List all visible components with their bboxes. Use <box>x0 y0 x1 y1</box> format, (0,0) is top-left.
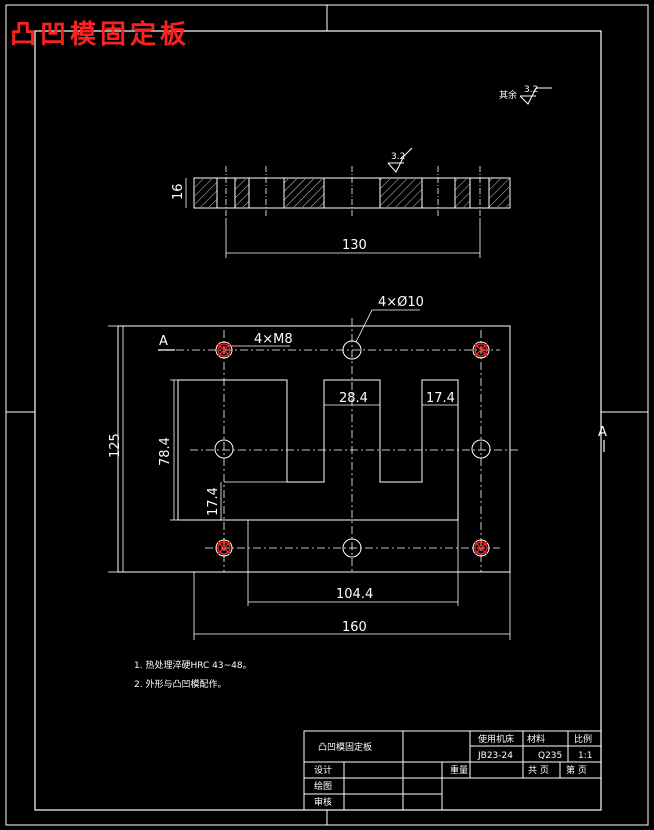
svg-text:16: 16 <box>171 183 186 200</box>
svg-text:28.4: 28.4 <box>339 391 368 406</box>
svg-text:凸凹模固定板: 凸凹模固定板 <box>318 741 372 753</box>
centering-marks <box>6 5 648 825</box>
outer-border <box>5 4 649 826</box>
roughness-other: 其余 3.2 <box>499 85 552 105</box>
svg-text:17.4: 17.4 <box>206 487 221 516</box>
svg-text:设计: 设计 <box>314 764 332 776</box>
svg-text:第 页: 第 页 <box>566 764 587 776</box>
svg-text:其余: 其余 <box>499 89 517 101</box>
svg-text:17.4: 17.4 <box>426 391 455 406</box>
svg-text:比例: 比例 <box>574 733 592 745</box>
svg-text:3.2: 3.2 <box>391 152 405 162</box>
svg-text:2. 外形与凸凹模配作。: 2. 外形与凸凹模配作。 <box>134 678 226 690</box>
svg-text:1:1: 1:1 <box>578 751 592 761</box>
svg-text:4×Ø10: 4×Ø10 <box>378 295 424 310</box>
svg-text:160: 160 <box>342 620 367 635</box>
title-block-text: 凸凹模固定板 使用机床 材料 比例 JB23-24 Q235 1:1 设计 绘图… <box>314 733 592 808</box>
svg-text:104.4: 104.4 <box>336 587 373 602</box>
title-block <box>303 730 602 811</box>
section-view: 3.2 16 130 <box>171 147 511 258</box>
svg-text:A: A <box>159 334 168 349</box>
svg-text:绘图: 绘图 <box>314 780 332 792</box>
svg-text:78.4: 78.4 <box>158 437 173 466</box>
svg-text:共 页: 共 页 <box>528 765 549 776</box>
plan-view: A 4×M8 4×Ø10 A <box>108 295 607 640</box>
svg-text:3.2: 3.2 <box>524 85 538 95</box>
svg-text:4×M8: 4×M8 <box>254 332 293 347</box>
svg-text:JB23-24: JB23-24 <box>477 751 513 761</box>
svg-text:材料: 材料 <box>527 733 545 745</box>
svg-text:130: 130 <box>342 238 367 253</box>
inner-border <box>34 30 602 811</box>
svg-text:重量: 重量 <box>450 764 468 776</box>
technical-notes: 1. 热处理淬硬HRC 43~48。 2. 外形与凸凹模配作。 <box>134 659 252 690</box>
svg-text:A: A <box>598 425 607 440</box>
svg-text:1. 热处理淬硬HRC 43~48。: 1. 热处理淬硬HRC 43~48。 <box>134 659 252 671</box>
svg-text:审核: 审核 <box>314 796 332 808</box>
drawing-title: 凸凹模固定板 <box>10 20 191 50</box>
svg-text:使用机床: 使用机床 <box>478 733 514 745</box>
svg-text:125: 125 <box>108 433 123 458</box>
svg-text:Q235: Q235 <box>538 751 562 761</box>
